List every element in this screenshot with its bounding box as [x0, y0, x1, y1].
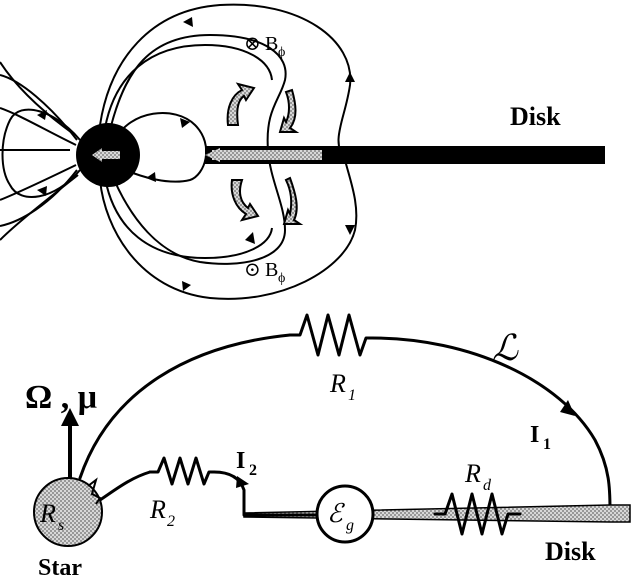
disk-label-bottom: Disk [545, 537, 596, 566]
lower-wire-mid [212, 470, 246, 517]
rs-subscript: s [58, 517, 64, 534]
emf-label: ℰ [327, 499, 345, 528]
star-spin-arrow [98, 151, 120, 159]
disk-label-top: Disk [510, 102, 561, 131]
field-arrow [183, 17, 193, 27]
rd-subscript: d [483, 477, 492, 494]
star-label: Star [38, 555, 82, 581]
r1-label: R [329, 369, 346, 398]
b-phi-label: B [265, 33, 278, 55]
i1-arrow [560, 400, 575, 416]
field-arrow [37, 110, 47, 120]
rs-label: R [39, 499, 56, 528]
top-panel: ⊗ B ϕ ⊙ B ϕ Disk [0, 3, 605, 300]
star-spin-arrowhead [92, 148, 102, 162]
resistor-rd [433, 492, 522, 536]
i2-label: I [236, 448, 245, 474]
disk-inflow-channel [212, 150, 322, 160]
star-circle [33, 477, 103, 547]
field-arrow [345, 225, 355, 235]
field-arrow [180, 118, 190, 128]
b-phi-label: B [265, 259, 278, 281]
open-field-lines [0, 61, 81, 241]
star-resistor-rs [87, 477, 102, 505]
field-arrow [146, 172, 156, 182]
omega-mu-label: Ω , μ [25, 379, 97, 416]
i1-subscript: 1 [543, 436, 551, 453]
i2-arrow [236, 476, 249, 488]
bottom-panel: Ω , μ ℒ R 1 I 1 R 2 I 2 R d ℰ g R [25, 313, 631, 581]
i1-label: I [530, 422, 539, 448]
twist-arrows [226, 82, 304, 225]
resistor-r2 [148, 456, 216, 486]
b-phi-upper: ⊗ B ϕ [244, 33, 285, 60]
upper-wire-right [370, 336, 612, 512]
upper-wire-left [78, 333, 292, 480]
emf-source [315, 484, 375, 544]
b-phi-lower: ⊙ B ϕ [244, 259, 285, 286]
out-of-page-symbol: ⊙ [244, 259, 261, 281]
field-arrow [245, 232, 255, 244]
b-phi-subscript: ϕ [278, 271, 285, 286]
loop-label: ℒ [492, 328, 519, 368]
r2-label: R [149, 495, 166, 524]
field-arrow [37, 186, 47, 196]
spin-axis-arrowhead [61, 408, 79, 426]
r1-subscript: 1 [348, 387, 356, 404]
b-phi-subscript: ϕ [278, 45, 285, 60]
lower-wire-left [98, 470, 152, 502]
r2-subscript: 2 [167, 513, 175, 530]
field-arrow [182, 281, 191, 291]
emf-subscript: g [346, 517, 354, 534]
resistor-r1 [288, 313, 374, 357]
field-arrow [345, 72, 355, 82]
into-page-symbol: ⊗ [244, 33, 261, 55]
inflow-arrowhead [205, 148, 220, 162]
i2-subscript: 2 [249, 462, 257, 479]
rd-label: R [464, 459, 481, 488]
